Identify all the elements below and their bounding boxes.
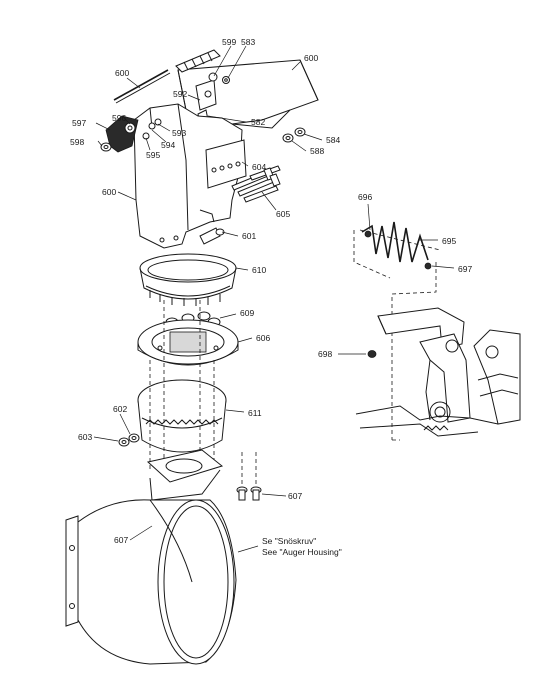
label-582: 582 bbox=[251, 117, 265, 127]
reference-note: Se "Snöskruv" See "Auger Housing" bbox=[262, 536, 342, 557]
chute-flange bbox=[137, 319, 239, 366]
label-600-chute: 600 bbox=[102, 187, 116, 197]
control-rod bbox=[113, 69, 171, 104]
spring-rod bbox=[361, 221, 432, 270]
label-595: 595 bbox=[146, 150, 160, 160]
label-696: 696 bbox=[358, 192, 372, 202]
label-592: 592 bbox=[173, 89, 187, 99]
label-695: 695 bbox=[442, 236, 456, 246]
label-611: 611 bbox=[248, 408, 262, 418]
label-583: 583 bbox=[241, 37, 255, 47]
screw-601 bbox=[199, 227, 225, 245]
chute-ring bbox=[139, 253, 237, 306]
label-588: 588 bbox=[310, 146, 324, 156]
label-697: 697 bbox=[458, 264, 472, 274]
label-607-left: 607 bbox=[114, 535, 128, 545]
part-labels: 599 583 600 600 592 582 593 594 595 596 … bbox=[70, 37, 472, 545]
bolts-607-right bbox=[236, 452, 262, 501]
label-606: 606 bbox=[256, 333, 270, 343]
gear-ring bbox=[137, 300, 227, 470]
label-600-deflector: 600 bbox=[304, 53, 318, 63]
nut-698 bbox=[367, 350, 377, 358]
note-swedish: Se "Snöskruv" bbox=[262, 536, 316, 546]
label-599: 599 bbox=[222, 37, 236, 47]
label-698: 698 bbox=[318, 349, 332, 359]
label-609: 609 bbox=[240, 308, 254, 318]
label-593: 593 bbox=[172, 128, 186, 138]
label-601: 601 bbox=[242, 231, 256, 241]
base-plate bbox=[146, 449, 224, 501]
label-602: 602 bbox=[113, 404, 127, 414]
handle-bracket bbox=[377, 307, 471, 423]
mount-bolts bbox=[231, 165, 281, 203]
label-584: 584 bbox=[326, 135, 340, 145]
label-610: 610 bbox=[252, 265, 266, 275]
washer-nut-584-588 bbox=[282, 127, 306, 143]
label-603: 603 bbox=[78, 432, 92, 442]
label-594: 594 bbox=[161, 140, 175, 150]
inset-frame bbox=[355, 401, 499, 437]
inset-view bbox=[353, 229, 441, 441]
label-597: 597 bbox=[72, 118, 86, 128]
label-604: 604 bbox=[252, 162, 266, 172]
label-600-rod: 600 bbox=[115, 68, 129, 78]
label-598: 598 bbox=[70, 137, 84, 147]
leader-lines bbox=[93, 45, 455, 553]
upper-chute bbox=[133, 103, 243, 249]
label-605: 605 bbox=[276, 209, 290, 219]
auger-housing bbox=[65, 499, 237, 665]
note-english: See "Auger Housing" bbox=[262, 547, 342, 557]
label-607-right: 607 bbox=[288, 491, 302, 501]
washers-602-603 bbox=[118, 433, 140, 447]
chute-handle bbox=[100, 115, 162, 153]
engine-edge bbox=[473, 329, 521, 425]
label-596: 596 bbox=[112, 113, 126, 123]
chute-mount-plate bbox=[205, 139, 247, 189]
hinge-pin bbox=[175, 49, 221, 73]
